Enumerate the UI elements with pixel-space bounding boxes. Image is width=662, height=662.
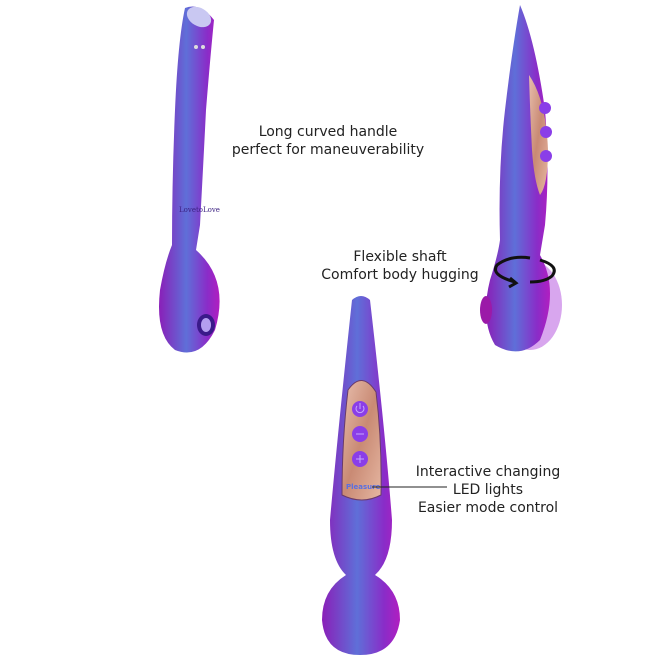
caption-line: Easier mode control (417, 500, 559, 516)
caption-shaft: Flexible shaft Comfort body hugging (315, 248, 485, 284)
rotate-arrows-icon (494, 255, 556, 289)
caption-line: Interactive changing (415, 464, 561, 480)
plus-icon (356, 455, 364, 463)
device-side-view-right (480, 5, 562, 352)
caption-line: Flexible shaft (353, 249, 447, 265)
plus-button (352, 451, 368, 467)
power-button (352, 401, 368, 417)
minus-button (352, 426, 368, 442)
caption-handle: Long curved handle perfect for maneuvera… (230, 123, 426, 159)
caption-line: perfect for maneuverability (231, 142, 425, 158)
device-front-view: Pleasure (322, 296, 447, 655)
device-side-view-left: LovetoLove (159, 6, 220, 353)
caption-led: Interactive changing LED lights Easier m… (412, 463, 564, 517)
caption-line: Comfort body hugging (321, 267, 479, 283)
power-icon (355, 403, 365, 414)
caption-line: Long curved handle (258, 124, 398, 140)
brand-logo: LovetoLove (179, 206, 220, 214)
caption-line: LED lights (452, 482, 524, 498)
led-logo: Pleasure (346, 483, 381, 491)
